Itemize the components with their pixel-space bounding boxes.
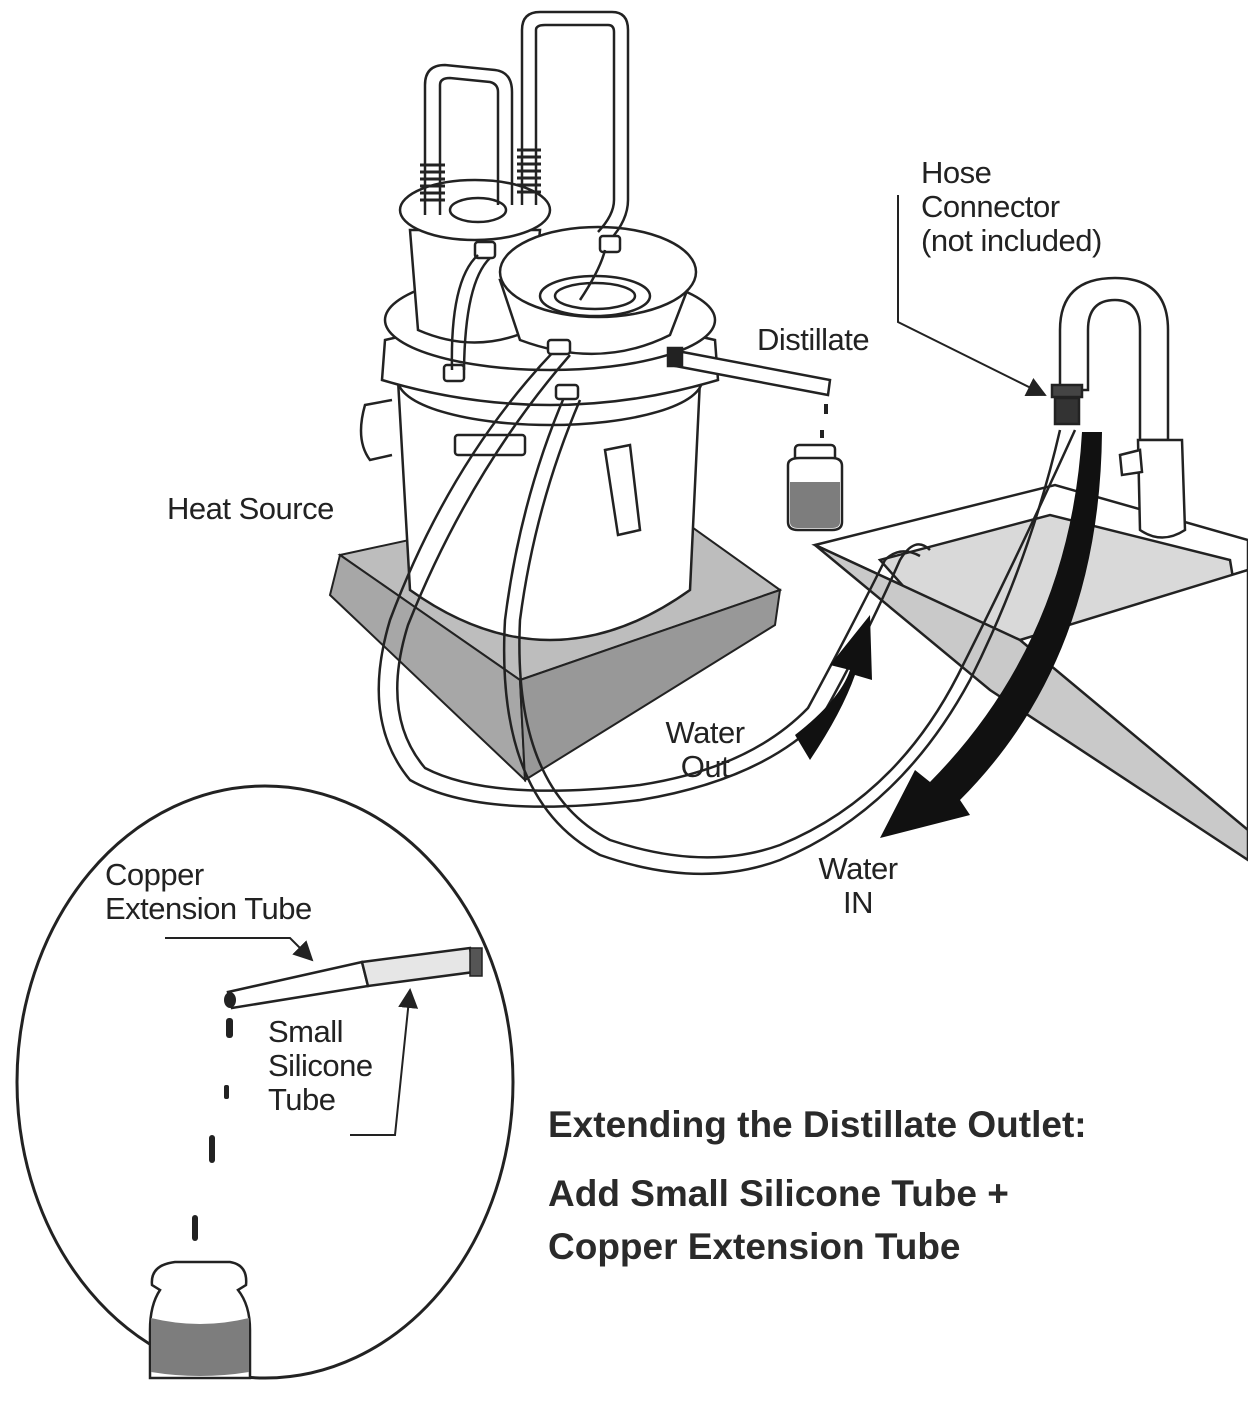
collection-funnel <box>498 225 698 356</box>
distillate-jar <box>786 443 844 532</box>
water-out-label-line2: Out <box>680 749 730 784</box>
small-silicone-tube-label-line3: Tube <box>268 1082 336 1117</box>
hose-connector-label-line2: Connector <box>921 189 1060 224</box>
hose-connector-label: Hose Connector (not included) <box>921 156 1102 258</box>
small-silicone-tube-label: Small Silicone Tube <box>268 1015 373 1117</box>
distillate-label: Distillate <box>757 322 870 357</box>
faucet <box>1050 276 1187 539</box>
water-in-arrow <box>880 432 1102 838</box>
water-in-label-line1: Water <box>818 851 898 886</box>
heading-line-1: Extending the Distillate Outlet: <box>548 1104 1087 1145</box>
water-in-label: Water IN <box>808 852 908 920</box>
heat-source-label: Heat Source <box>167 491 334 526</box>
coil-springs <box>420 148 541 202</box>
water-out-label: Water Out <box>655 716 755 784</box>
copper-extension-tube-label-line1: Copper <box>105 857 204 892</box>
hose-fittings <box>442 234 622 401</box>
copper-extension-tube-label-line2: Extension Tube <box>105 891 312 926</box>
small-silicone-tube-label-line1: Small <box>268 1014 344 1049</box>
water-out-label-line1: Water <box>665 715 745 750</box>
hose-connector-pointer <box>897 195 1047 396</box>
inner-tubes <box>450 249 607 371</box>
water-in-label-line2: IN <box>843 885 874 920</box>
detail-inset <box>15 784 515 1380</box>
heading-line-2: Add Small Silicone Tube + <box>548 1173 1009 1214</box>
top-u-tubes <box>423 10 630 241</box>
small-silicone-tube-label-line2: Silicone <box>268 1048 373 1083</box>
water-out-arrow <box>795 615 872 760</box>
heading-line-3: Copper Extension Tube <box>548 1226 961 1267</box>
distillate-outlet <box>666 346 832 438</box>
water-hoses <box>377 349 1077 876</box>
hose-connector-label-line3: (not included) <box>921 223 1102 258</box>
copper-extension-tube-label: Copper Extension Tube <box>105 858 312 926</box>
hose-connector-label-line1: Hose <box>921 155 992 190</box>
